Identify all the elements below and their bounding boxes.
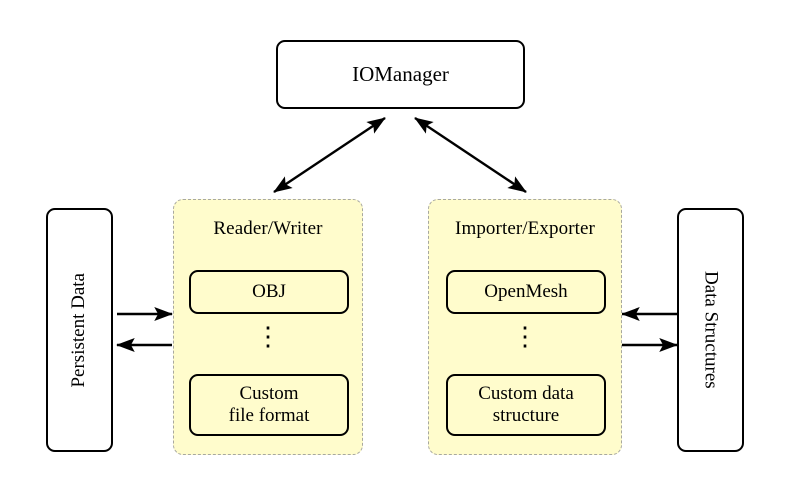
importer-exporter-ellipsis-glyph: ⋮ [512,322,538,351]
group-importer-exporter: Importer/Exporter OpenMesh ⋮ Custom data… [428,199,622,455]
node-custom-data-structure-label-line2: structure [492,405,560,426]
node-openmesh-label: OpenMesh [484,280,568,302]
node-custom-file-format-label-line1: Custom [239,382,299,404]
reader-writer-ellipsis-glyph: ⋮ [255,322,281,351]
node-custom-file-format-label-line2: file format [228,405,310,426]
arrow-manager-to-importer-exporter [414,117,527,193]
node-data-structures[interactable]: Data Structures [677,208,744,452]
node-custom-file-format[interactable]: Custom file format [189,374,349,436]
node-obj-label: OBJ [252,280,286,302]
importer-exporter-ellipsis: ⋮ [429,324,621,350]
data-structures-label: Data Structures [700,271,722,389]
node-persistent-data[interactable]: Persistent Data [46,208,113,452]
persistent-data-label: Persistent Data [68,272,90,388]
group-importer-exporter-title: Importer/Exporter [455,218,595,239]
arrow-manager-to-reader-writer [273,117,386,193]
group-reader-writer-title: Reader/Writer [213,218,323,239]
group-reader-writer: Reader/Writer OBJ ⋮ Custom file format [173,199,363,455]
reader-writer-ellipsis: ⋮ [174,324,362,350]
node-iomanager[interactable]: IOManager [276,40,525,109]
node-custom-data-structure-label-line1: Custom data [478,382,574,404]
node-openmesh[interactable]: OpenMesh [446,270,606,314]
node-obj[interactable]: OBJ [189,270,349,314]
iomanager-label: IOManager [352,62,449,87]
node-custom-data-structure[interactable]: Custom data structure [446,374,606,436]
